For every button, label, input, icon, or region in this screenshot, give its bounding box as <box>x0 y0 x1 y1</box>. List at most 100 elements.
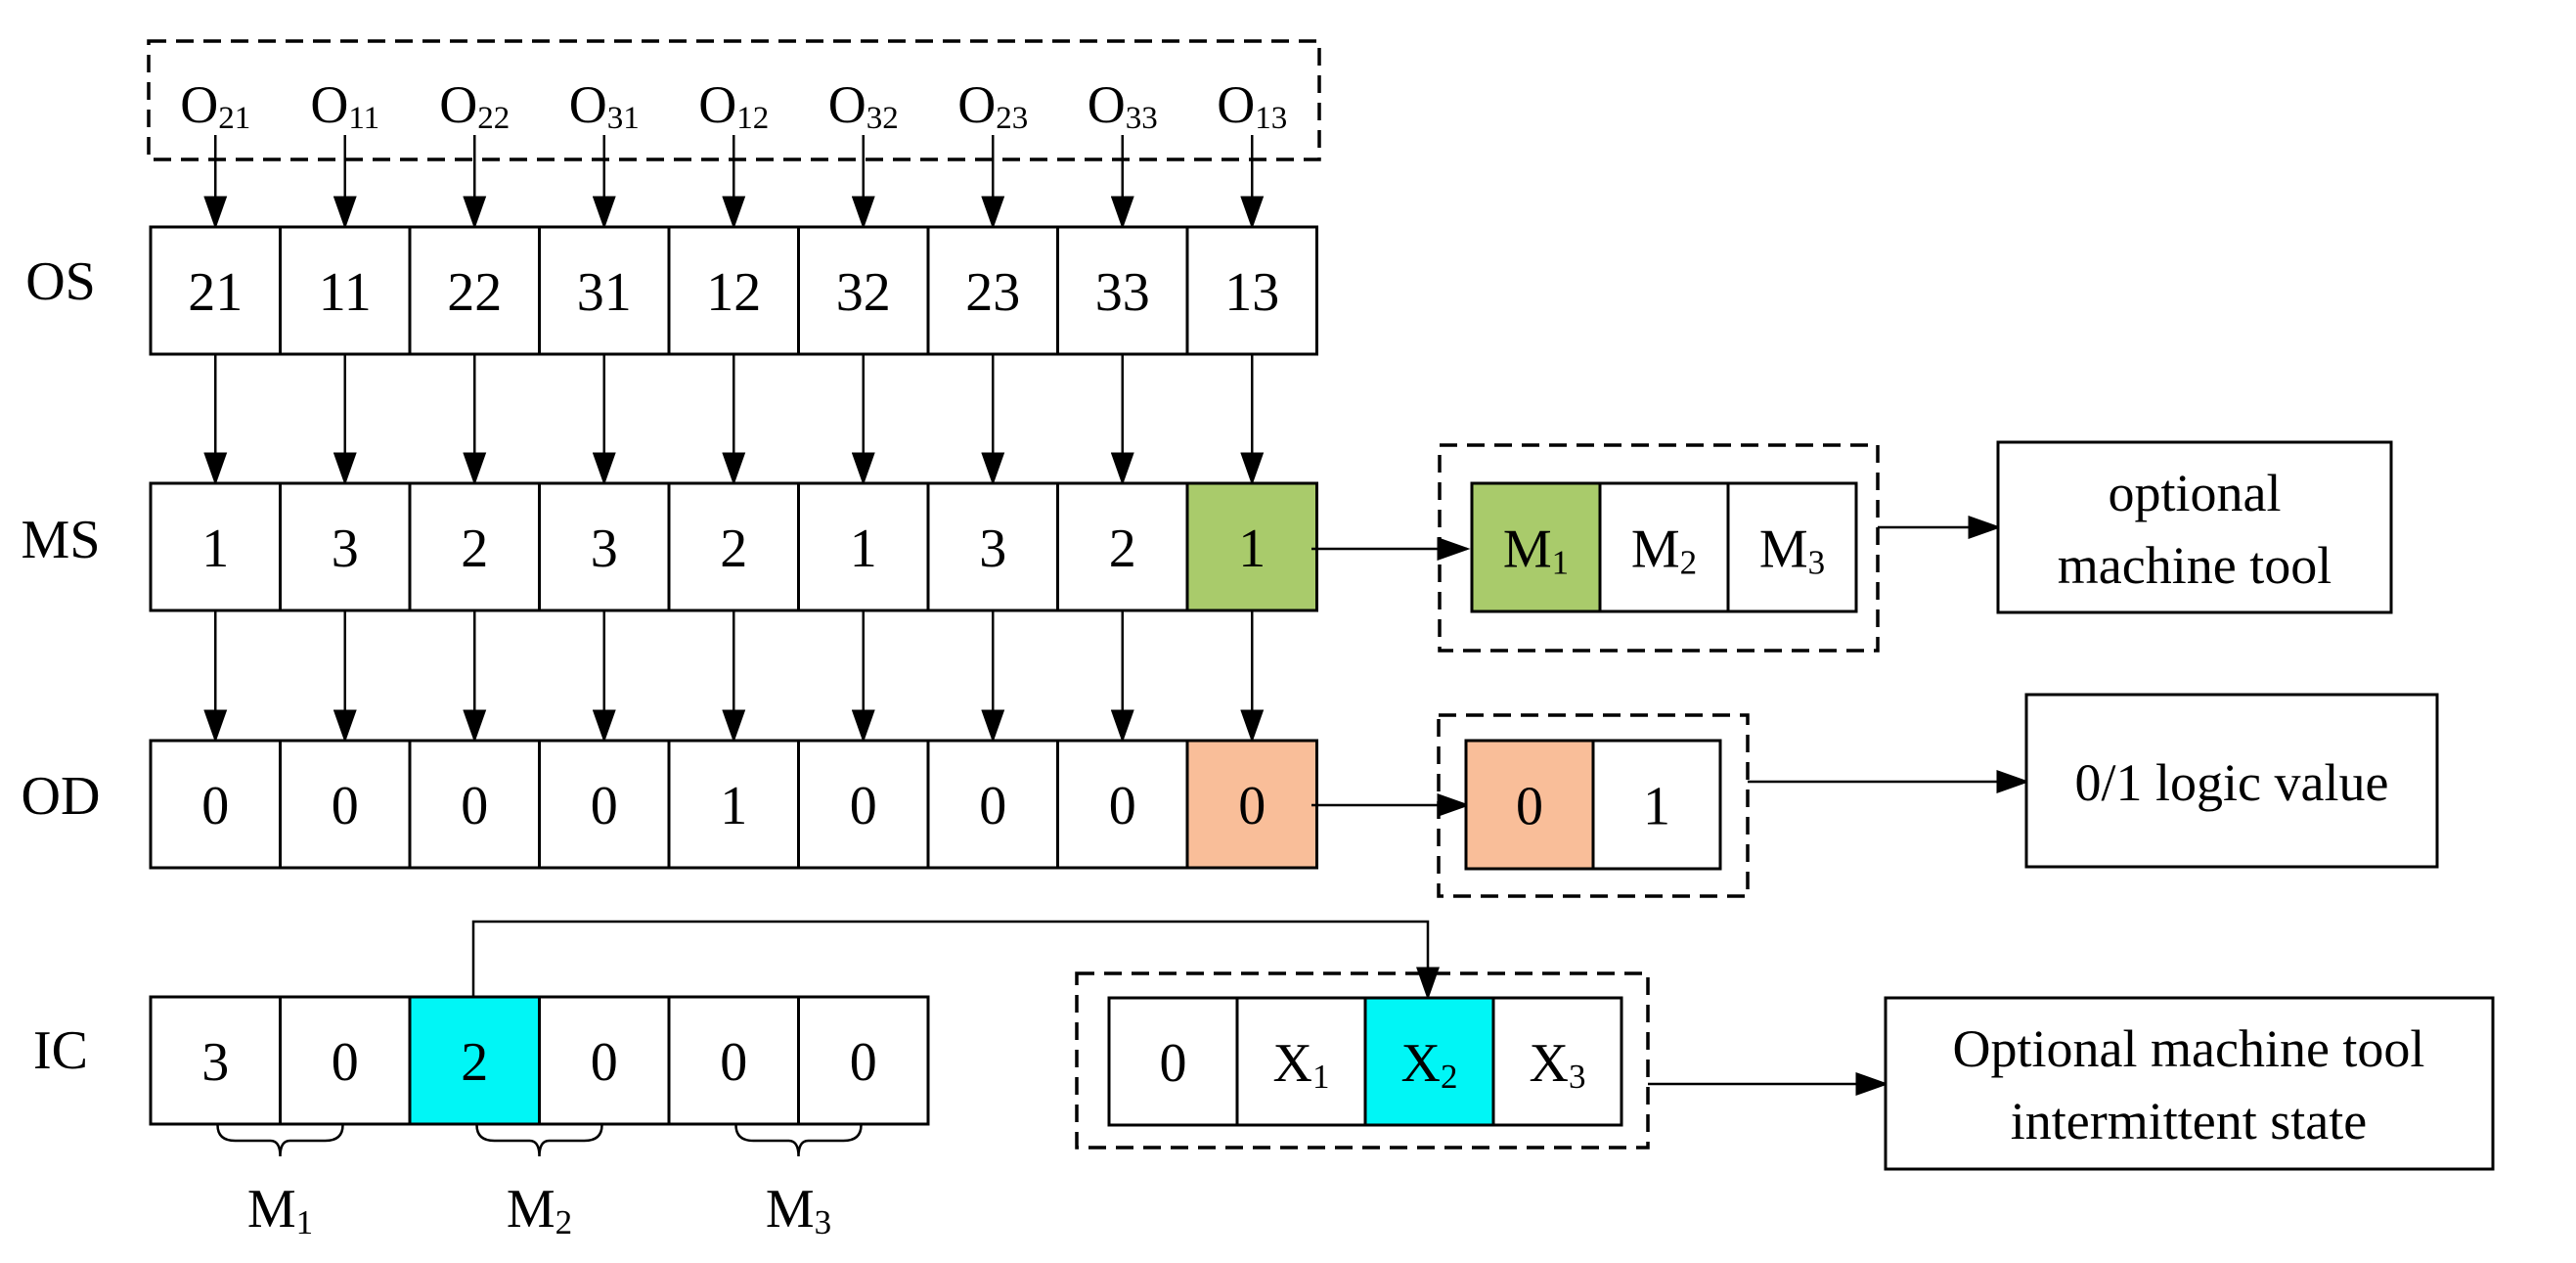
od-cell <box>926 739 1059 870</box>
operation-label-base: O <box>180 75 218 134</box>
ms-cell-value: 3 <box>332 519 359 579</box>
row-label-os: OS <box>25 251 96 312</box>
ic-cell-value: 2 <box>461 1032 488 1093</box>
intermittent-option-cell-label-base: X <box>1401 1033 1441 1094</box>
ms-cell-value: 3 <box>979 519 1006 579</box>
od-cell-value: 0 <box>461 776 488 836</box>
operation-label-subscript: 11 <box>348 101 379 136</box>
operation-label: O21 <box>180 75 250 136</box>
operation-label-base: O <box>1088 75 1126 134</box>
operation-label-base: O <box>698 75 736 134</box>
os-cell-value: 13 <box>1224 262 1279 323</box>
machine-option-cell <box>1470 481 1602 613</box>
ic-cell <box>797 995 930 1126</box>
machine-option-cell <box>1726 481 1858 613</box>
os-cell <box>1185 225 1318 356</box>
os-cell-value: 21 <box>188 262 243 323</box>
machine-group-label-base: M <box>766 1179 815 1240</box>
intermittent-option-cell-label-subscript: 1 <box>1312 1058 1330 1096</box>
operation-label-subscript: 31 <box>607 101 640 136</box>
machine-option-cell-label-subscript: 1 <box>1552 544 1570 582</box>
ms-cell-value: 1 <box>1238 519 1266 579</box>
logic-option-cell <box>1464 739 1595 871</box>
machine-group-label-subscript: 3 <box>815 1203 832 1241</box>
operation-label-subscript: 21 <box>218 101 250 136</box>
ms-cell <box>408 481 541 612</box>
os-to-ms-arrows <box>203 354 1265 486</box>
intermittent-option-cell <box>1363 996 1495 1127</box>
machine-group-brace <box>734 1124 863 1157</box>
machine-options-description-line1: optional <box>2109 464 2282 522</box>
ic-cell <box>408 995 541 1126</box>
operation-label: O32 <box>828 75 899 136</box>
od-cell-value: 0 <box>201 776 229 836</box>
ms-cell-value: 3 <box>591 519 618 579</box>
machine-option-cell-label: M1 <box>1503 519 1569 582</box>
machine-group-brace <box>216 1124 344 1157</box>
intermittent-option-cell <box>1235 996 1367 1127</box>
machine-option-cell-label: M3 <box>1759 519 1825 582</box>
operation-label-subscript: 12 <box>736 101 769 136</box>
machine-group-label: M1 <box>247 1179 313 1241</box>
machine-group-label-base: M <box>247 1179 296 1240</box>
os-cell-value: 31 <box>577 262 632 323</box>
intermittent-option-cell <box>1491 996 1623 1127</box>
machine-option-cell-label-subscript: 2 <box>1680 544 1698 582</box>
ms-cell-value: 1 <box>201 519 229 579</box>
operation-label-base: O <box>569 75 607 134</box>
os-cell <box>926 225 1059 356</box>
ic-cell-value: 0 <box>850 1032 877 1093</box>
ic-cell <box>667 995 800 1126</box>
od-cell-value: 0 <box>1238 776 1266 836</box>
intermittent-options-dashed-box <box>1075 971 1650 1150</box>
operation-label: O23 <box>957 75 1028 136</box>
machine-group-label: M3 <box>766 1179 831 1241</box>
intermittent-option-cell-label-base: X <box>1530 1033 1569 1094</box>
operation-label-subscript: 22 <box>477 101 510 136</box>
machine-options-description-box <box>1996 440 2393 614</box>
intermittent-option-cell-label: X3 <box>1530 1033 1586 1096</box>
machine-option-cell-label-base: M <box>1759 519 1808 580</box>
intermittent-options-description-line2: intermittent state <box>2011 1092 2367 1150</box>
machine-group-label: M2 <box>507 1179 572 1241</box>
os-cell-value: 33 <box>1095 262 1150 323</box>
od-cell <box>149 739 282 870</box>
os-cell <box>1056 225 1189 356</box>
intermittent-option-cell-label: 0 <box>1160 1033 1187 1094</box>
od-cell-value: 0 <box>1109 776 1136 836</box>
ms-cell <box>149 481 282 612</box>
od-cell <box>538 739 671 870</box>
od-cell-value: 0 <box>332 776 359 836</box>
operation-label-base: O <box>957 75 996 134</box>
ic-cell-value: 0 <box>720 1032 747 1093</box>
intermittent-options-group: 0 X 1 X2 X3 Optional machine tool intermitte… <box>471 920 2495 1171</box>
ic-cell <box>538 995 671 1126</box>
machine-option-cell-label-base: M <box>1503 519 1552 580</box>
row-label-ic: IC <box>33 1020 88 1081</box>
operation-label: O12 <box>698 75 769 136</box>
od-cell-value: 0 <box>850 776 877 836</box>
logic-option-cell <box>1591 739 1722 871</box>
operation-label-base: O <box>310 75 348 134</box>
ms-cell-value: 2 <box>461 519 488 579</box>
ms-cell <box>279 481 412 612</box>
od-cell <box>408 739 541 870</box>
od-cell <box>797 739 930 870</box>
operation-label-subscript: 23 <box>996 101 1028 136</box>
od-cell-value: 0 <box>591 776 618 836</box>
intermittent-options-description-box <box>1884 996 2495 1171</box>
intermittent-option-cell-label: X2 <box>1401 1033 1458 1096</box>
operation-label-subscript: 32 <box>866 101 899 136</box>
ms-cell <box>1185 481 1318 612</box>
os-cell <box>538 225 671 356</box>
machine-group-brace <box>475 1124 603 1157</box>
intermittent-options-description-line1: Optional machine tool <box>1953 1019 2425 1078</box>
machine-group-label-subscript: 2 <box>555 1203 573 1241</box>
logic-option-cell-label: 0 <box>1516 777 1543 837</box>
operation-label: O13 <box>1217 75 1287 136</box>
os-cell-value: 12 <box>706 262 761 323</box>
operation-label-base: O <box>828 75 866 134</box>
